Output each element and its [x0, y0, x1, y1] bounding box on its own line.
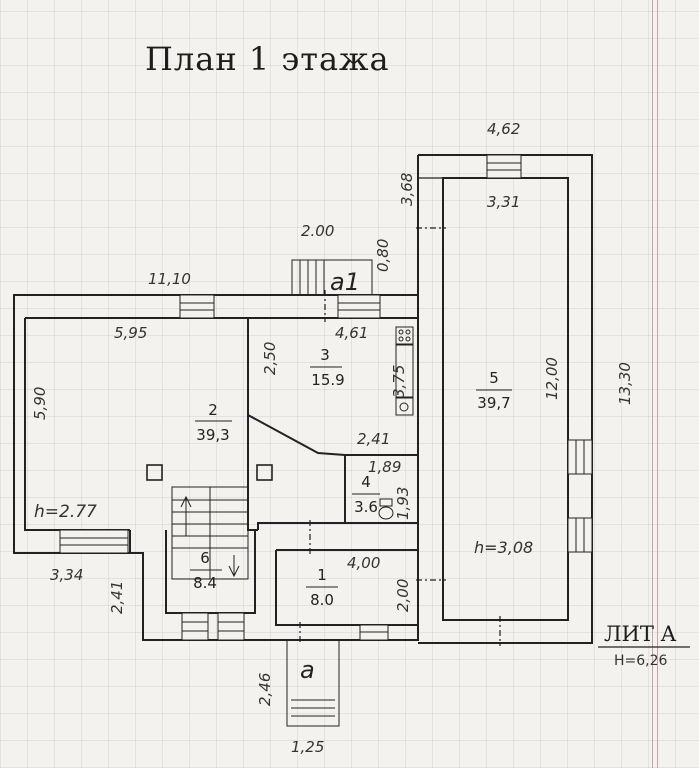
left-block-outer-wall	[13, 294, 419, 641]
margin-line	[657, 0, 658, 768]
room-2-number: 2	[208, 401, 218, 419]
toilet-icon	[378, 498, 394, 520]
window	[486, 154, 522, 179]
dim-3-31: 3,31	[487, 193, 520, 211]
window	[567, 517, 593, 553]
total-height-label: Н=6,26	[614, 653, 668, 669]
lit-label: ЛИТ А	[604, 622, 677, 646]
dim-1-89: 1,89	[368, 458, 401, 476]
counter	[395, 344, 414, 398]
dim-1-25: 1,25	[291, 738, 324, 756]
staircase	[171, 486, 249, 580]
dim-2-50: 2,50	[261, 342, 279, 375]
height-right: h=3,08	[474, 538, 533, 557]
room-3-number: 3	[320, 346, 330, 364]
kitchen-diagonal-wall	[247, 414, 346, 456]
window	[181, 612, 209, 641]
room-labels: 3 15.9 2 39,3 5 39,7 4 3.6 6 8.4 1 8.0	[190, 346, 512, 609]
walls	[13, 154, 593, 644]
room-5-number: 5	[489, 369, 499, 387]
wall-thickness	[13, 177, 443, 553]
porch-steps-a	[286, 639, 340, 727]
dim-11-10: 11,10	[148, 270, 191, 288]
inner-wall	[247, 318, 258, 531]
porch-steps-a1	[291, 259, 373, 296]
stove-icon	[395, 326, 414, 345]
room-6-number: 6	[200, 549, 210, 567]
dim-2-46: 2,46	[256, 673, 274, 706]
window	[59, 529, 129, 554]
columns	[146, 464, 273, 481]
window	[567, 439, 593, 475]
dim-2-00-right: 2,00	[394, 579, 412, 612]
room-3-area: 15.9	[311, 371, 344, 389]
room-1-number: 1	[317, 566, 327, 584]
plan-title: План 1 этажа	[145, 40, 390, 78]
margin-line	[652, 0, 653, 768]
sink-icon	[395, 397, 414, 416]
dim-4-61: 4,61	[335, 324, 368, 342]
room-6-area: 8.4	[193, 574, 217, 592]
room-1-area: 8.0	[310, 591, 334, 609]
dim-1-93: 1,93	[394, 487, 412, 520]
stair-hall-wall	[165, 530, 256, 614]
windows	[59, 154, 593, 641]
dim-5-90: 5,90	[31, 387, 49, 420]
entrance-a1-label: a1	[330, 268, 360, 296]
room-5-area: 39,7	[477, 394, 510, 412]
dim-3-75: 3,75	[390, 365, 408, 398]
entrance-a-label: a	[300, 656, 315, 684]
room-5-inner-wall	[442, 177, 569, 621]
column	[146, 464, 163, 481]
height-left: h=2.77	[34, 502, 97, 522]
kitchen-fixtures	[395, 326, 414, 416]
room-2-area: 39,3	[196, 426, 229, 444]
dimension-labels: 4,62 3,68 3,31 2.00 0,80 11,10 5,95 4,61…	[31, 120, 634, 756]
dim-3-68: 3,68	[398, 173, 416, 206]
dim-12-00: 12,00	[543, 357, 561, 400]
dim-4-00: 4,00	[347, 554, 380, 572]
dim-5-95: 5,95	[114, 324, 147, 342]
room-4-number: 4	[361, 473, 371, 491]
window	[337, 294, 381, 319]
dim-2-41-left: 2,41	[108, 581, 126, 614]
window	[179, 294, 215, 319]
column	[256, 464, 273, 481]
dim-3-34: 3,34	[50, 566, 83, 584]
dim-0-80: 0,80	[374, 239, 392, 272]
window	[217, 612, 245, 641]
dim-4-62: 4,62	[487, 120, 520, 138]
room-4-area: 3.6	[354, 498, 378, 516]
dim-2-00-top: 2.00	[301, 222, 334, 240]
dim-2-41-kitchen: 2,41	[357, 430, 390, 448]
dim-13-30: 13,30	[616, 362, 634, 405]
inner-wall	[24, 318, 130, 531]
